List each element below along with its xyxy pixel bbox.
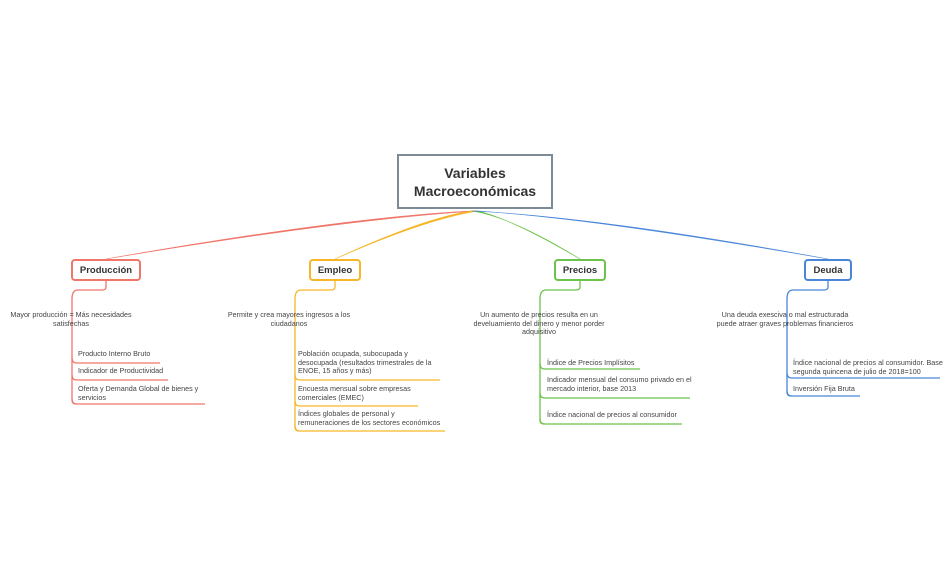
produccion-leaf-item[interactable]: Indicador de Productividad <box>78 366 164 375</box>
produccion-leaf-item[interactable]: Oferta y Demanda Global de bienes y serv… <box>78 384 199 402</box>
produccion-leaf-underline <box>71 374 168 381</box>
empleo-description: Permite y crea mayores ingresos a los ci… <box>227 310 351 328</box>
branch-empleo[interactable]: Empleo <box>309 259 361 281</box>
precios-leaf-underline <box>539 392 690 399</box>
produccion-leaf-underline <box>71 398 205 405</box>
deuda-spine <box>786 281 829 397</box>
produccion-leaf-underline <box>71 357 160 364</box>
deuda-connector <box>471 210 829 260</box>
produccion-description: Mayor producción = Más necesidades satis… <box>10 310 132 328</box>
empleo-leaf-item[interactable]: Encuesta mensual sobre empresas comercia… <box>298 384 411 402</box>
deuda-leaf-item[interactable]: Inversión Fija Bruta <box>793 384 855 393</box>
root-topic-box[interactable]: Variables Macroeconómicas <box>397 154 553 209</box>
empleo-leaf-underline <box>294 425 445 432</box>
precios-spine <box>539 281 581 425</box>
empleo-leaf-item[interactable]: Población ocupada, subocupada y desocupa… <box>298 349 432 376</box>
precios-description: Un aumento de precios resulta en un deve… <box>473 310 605 337</box>
branch-precios[interactable]: Precios <box>554 259 606 281</box>
deuda-description: Una deuda exesciva o mal estructurada pu… <box>716 310 854 328</box>
precios-connector <box>471 210 581 260</box>
empleo-connector <box>334 210 479 260</box>
deuda-leaf-underline <box>786 372 940 379</box>
empleo-leaf-underline <box>294 400 418 407</box>
precios-leaf-item[interactable]: Índice de Precios Implísitos <box>547 358 635 367</box>
empleo-leaf-underline <box>294 374 440 381</box>
precios-leaf-item[interactable]: Índice nacional de precios al consumidor <box>547 410 677 419</box>
deuda-leaf-item[interactable]: Índice nacional de precios al consumidor… <box>793 358 943 376</box>
branch-produccion[interactable]: Producción <box>71 259 141 281</box>
precios-leaf-item[interactable]: Indicador mensual del consumo privado en… <box>547 375 692 393</box>
branch-deuda[interactable]: Deuda <box>804 259 852 281</box>
precios-leaf-underline <box>539 363 640 370</box>
precios-leaf-underline <box>539 418 682 425</box>
deuda-leaf-underline <box>786 390 860 397</box>
produccion-connector <box>105 210 479 260</box>
produccion-leaf-item[interactable]: Producto Interno Bruto <box>78 349 151 358</box>
empleo-leaf-item[interactable]: Índices globales de personal y remunerac… <box>298 409 441 427</box>
